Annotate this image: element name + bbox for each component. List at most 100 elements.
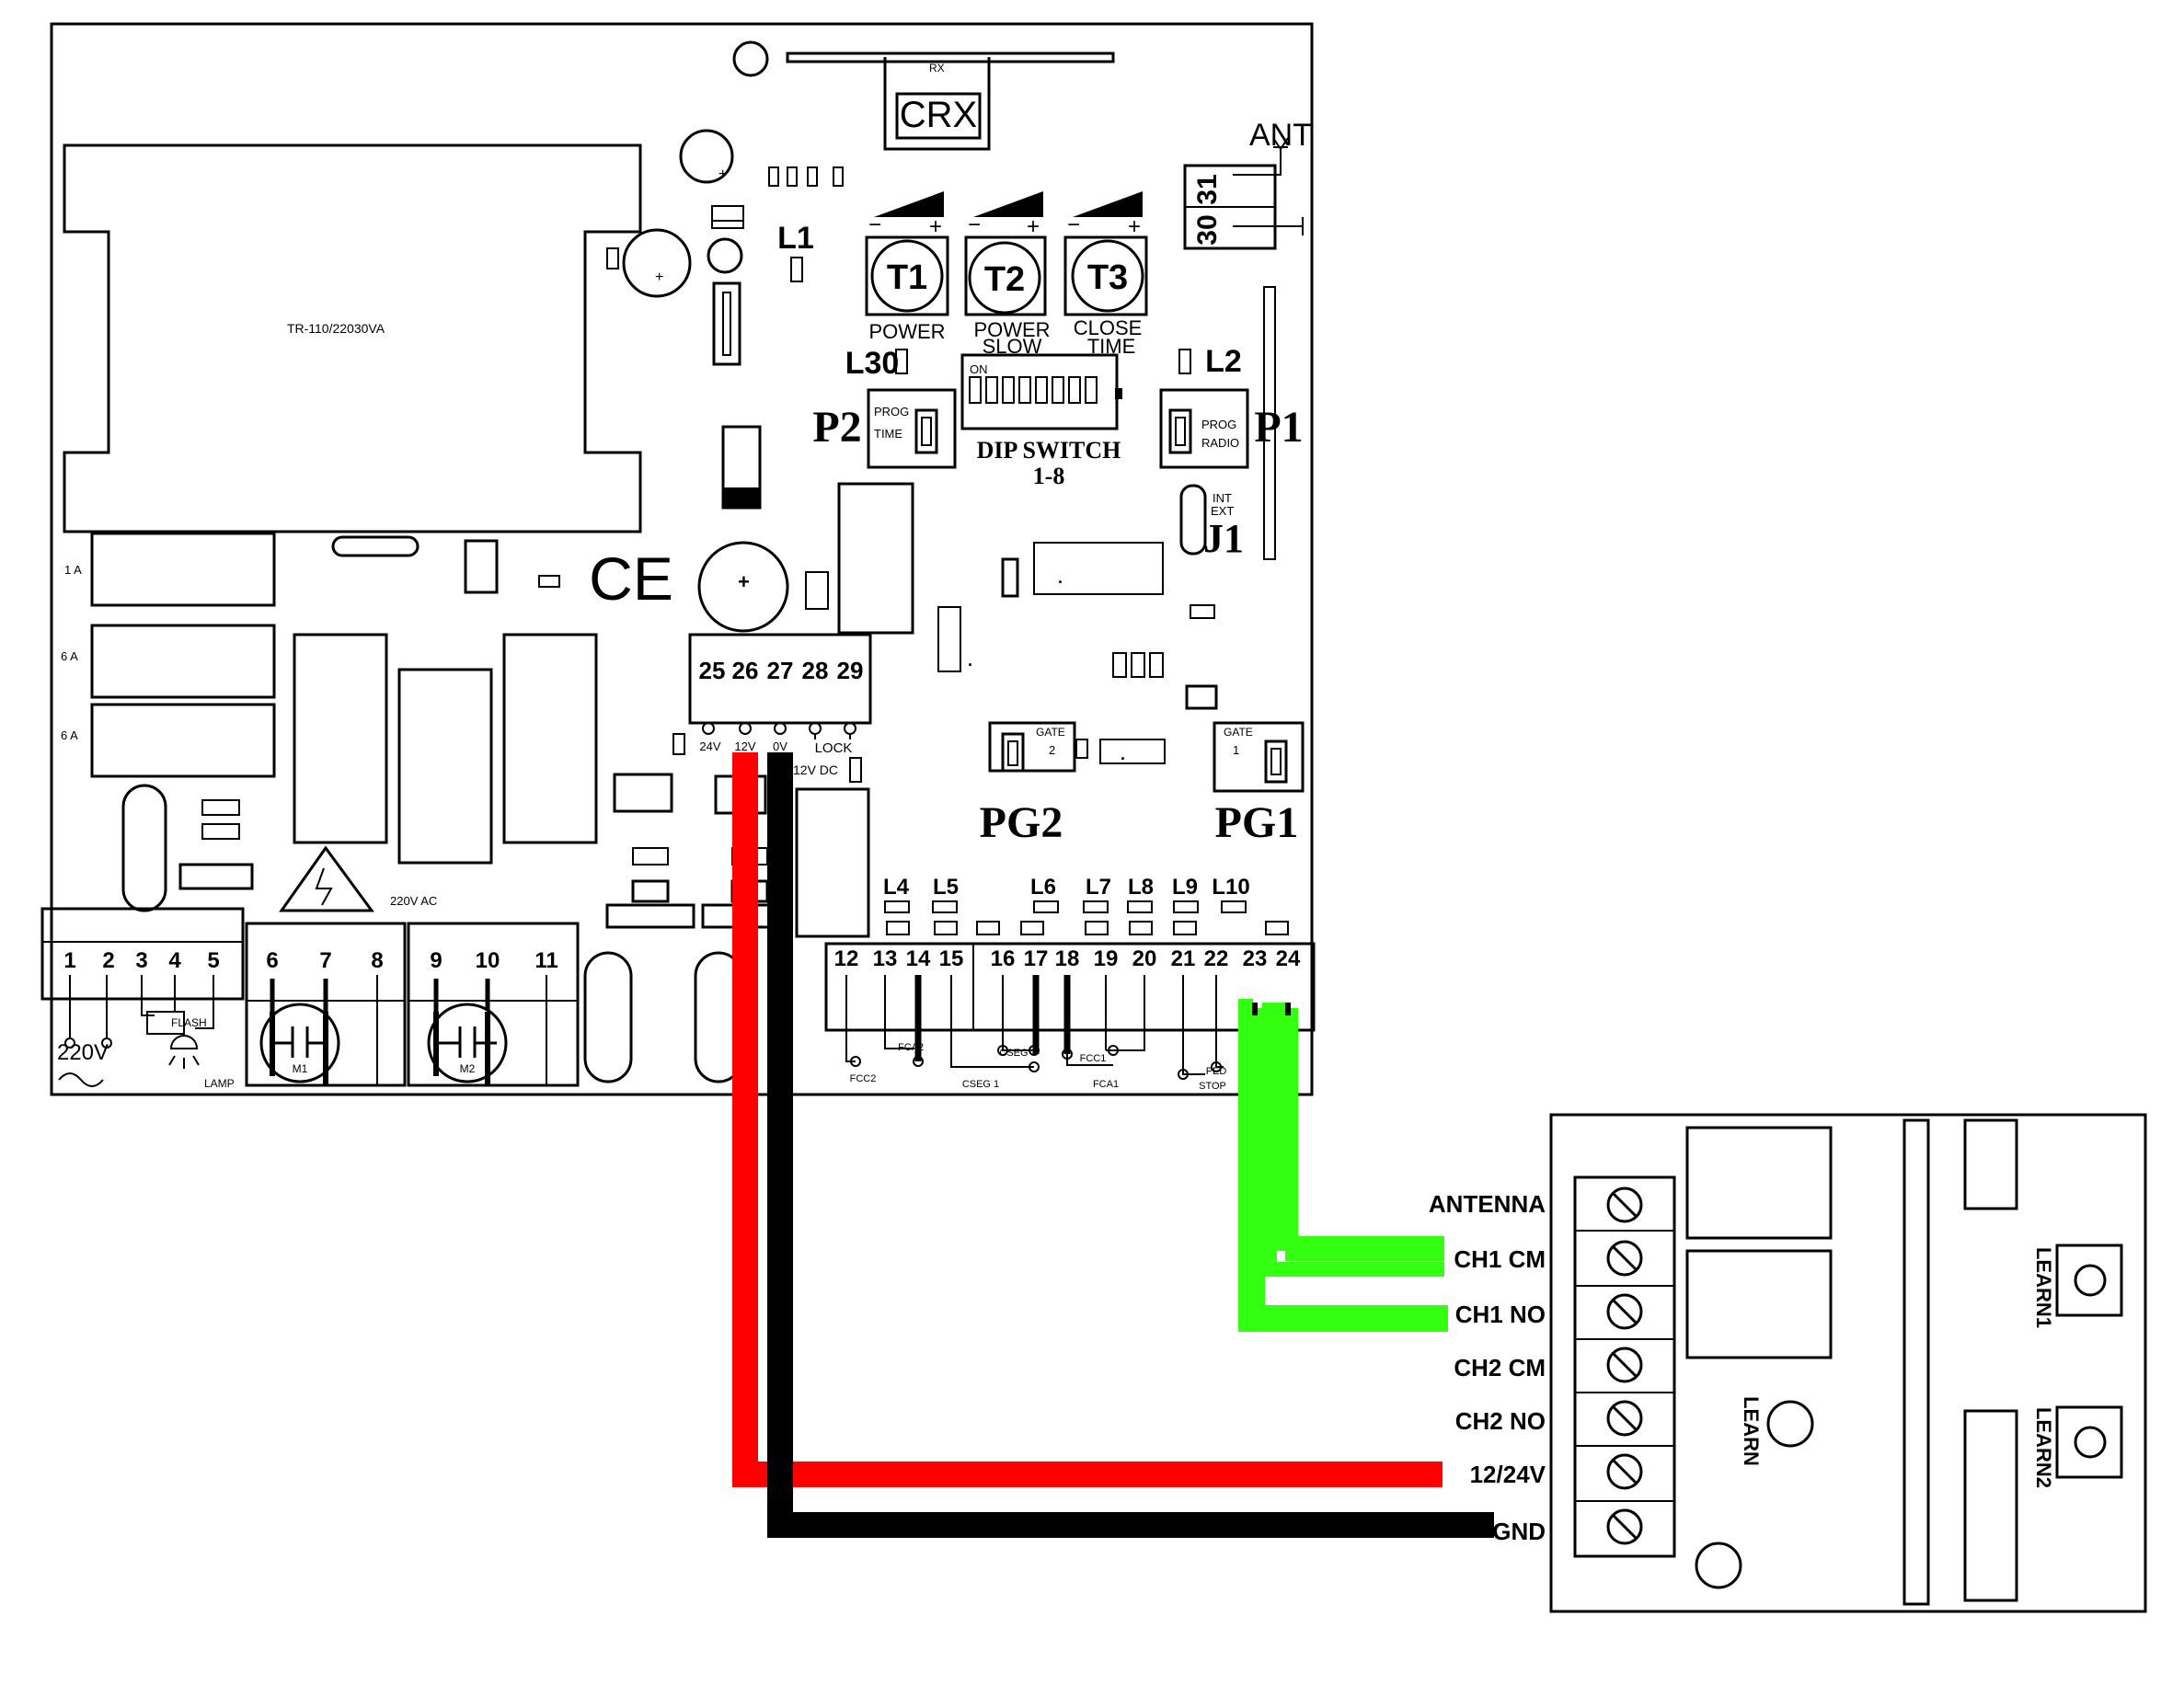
button-p1[interactable]: PROG RADIO bbox=[1159, 388, 1249, 469]
flash-icon bbox=[146, 1011, 185, 1035]
svg-text:8: 8 bbox=[371, 948, 383, 973]
svg-text:L4: L4 bbox=[883, 875, 910, 900]
led-l2-label: L2 bbox=[1205, 344, 1242, 379]
trimmer-t3-label: T3 bbox=[1087, 258, 1128, 297]
svg-text:L10: L10 bbox=[1212, 875, 1249, 900]
svg-text:GATE: GATE bbox=[1224, 726, 1253, 739]
svg-text:FCC1: FCC1 bbox=[1080, 1053, 1107, 1064]
svg-text:+: + bbox=[1027, 214, 1040, 239]
svg-text:CLOSE: CLOSE bbox=[1074, 316, 1143, 339]
svg-text:29: 29 bbox=[837, 657, 864, 684]
jumper-j1-label: J1 bbox=[1203, 516, 1244, 561]
svg-text:PROG: PROG bbox=[874, 405, 909, 418]
button-p2[interactable]: PROG TIME bbox=[867, 388, 957, 469]
svg-text:6: 6 bbox=[266, 948, 278, 973]
svg-text:GATE: GATE bbox=[1036, 726, 1065, 739]
terminal-block-25-29: 25 26 27 28 29 24V 12V 0V LOCK bbox=[688, 633, 872, 756]
svg-text:4: 4 bbox=[168, 948, 181, 973]
svg-text:28: 28 bbox=[802, 657, 829, 684]
svg-text:−: − bbox=[868, 212, 881, 237]
dc-label: 12V DC bbox=[793, 762, 838, 777]
svg-text:20: 20 bbox=[1132, 946, 1157, 971]
svg-text:FCA2: FCA2 bbox=[898, 1042, 924, 1053]
wire-red-12v bbox=[732, 752, 1443, 1487]
svg-text:27: 27 bbox=[767, 657, 794, 684]
svg-text:22: 22 bbox=[1204, 946, 1229, 971]
svg-text:+: + bbox=[655, 269, 663, 285]
svg-text:2: 2 bbox=[102, 948, 114, 973]
motor-m2-label: M2 bbox=[460, 1062, 476, 1075]
svg-text:9: 9 bbox=[430, 948, 442, 973]
svg-text:+: + bbox=[1128, 214, 1141, 239]
ac-wave-icon bbox=[58, 1072, 104, 1087]
photocell-pg1-label: PG1 bbox=[1215, 798, 1299, 847]
svg-text:12V: 12V bbox=[734, 739, 755, 753]
control-board: RX CRX ANT 31 30 TR-110/22030VA + + L1 −… bbox=[40, 22, 1316, 1096]
fuse-2-label: 6 A bbox=[61, 649, 78, 663]
svg-text:−: − bbox=[1067, 212, 1080, 237]
dip-switch-label: DIP SWITCH bbox=[977, 437, 1121, 464]
svg-text:CSEG 1: CSEG 1 bbox=[962, 1079, 999, 1090]
rx-terminal-ch1-no: CH1 NO bbox=[1455, 1301, 1546, 1328]
svg-text:.: . bbox=[1121, 745, 1125, 763]
photocell-pg2-label: PG2 bbox=[980, 798, 1063, 847]
transformer bbox=[63, 143, 642, 533]
learn2-label: LEARN2 bbox=[2032, 1407, 2055, 1488]
motor-m1-label: M1 bbox=[293, 1062, 308, 1075]
learn-button[interactable] bbox=[1766, 1400, 1814, 1448]
photocell-pg1[interactable]: GATE 1 bbox=[1213, 721, 1305, 793]
svg-text:EXT: EXT bbox=[1211, 504, 1234, 518]
svg-text:17: 17 bbox=[1024, 946, 1049, 971]
antenna-icon bbox=[1233, 137, 1304, 235]
svg-text:15: 15 bbox=[939, 946, 964, 971]
wire-black-gnd bbox=[767, 752, 1494, 1538]
dip-switch-range: 1-8 bbox=[1033, 463, 1065, 489]
svg-text:1: 1 bbox=[1233, 743, 1239, 757]
ant-terminal-30: 30 bbox=[1192, 214, 1223, 245]
svg-text:12: 12 bbox=[834, 946, 859, 971]
svg-text:RADIO: RADIO bbox=[1201, 436, 1239, 450]
svg-text:19: 19 bbox=[1094, 946, 1119, 971]
svg-text:26: 26 bbox=[732, 657, 759, 684]
svg-text:3: 3 bbox=[135, 948, 147, 973]
wire-green-ch1-cm bbox=[1285, 1008, 1444, 1261]
svg-text:STOP: STOP bbox=[1199, 1081, 1226, 1092]
svg-text:24: 24 bbox=[1276, 946, 1301, 971]
trimmer-t1[interactable]: −+ T1 POWER bbox=[865, 191, 949, 343]
svg-text:16: 16 bbox=[991, 946, 1016, 971]
trimmer-t2-label: T2 bbox=[984, 260, 1025, 299]
lamp-label: LAMP bbox=[204, 1077, 235, 1090]
voltage-label: 220V bbox=[57, 1040, 109, 1065]
svg-text:−: − bbox=[968, 212, 981, 237]
svg-text:.: . bbox=[968, 651, 972, 670]
learn-label: LEARN bbox=[1740, 1396, 1763, 1466]
receiver-screws bbox=[1575, 1186, 1674, 1545]
svg-text:INT: INT bbox=[1213, 491, 1232, 505]
svg-text:PROG: PROG bbox=[1201, 418, 1236, 431]
svg-text:13: 13 bbox=[873, 946, 898, 971]
high-voltage-warning-icon bbox=[279, 845, 374, 912]
ant-terminal-31: 31 bbox=[1192, 174, 1223, 204]
led-l1-label: L1 bbox=[777, 221, 814, 256]
rx-label: RX bbox=[929, 62, 945, 75]
svg-text:L8: L8 bbox=[1128, 875, 1154, 900]
dip-switch[interactable]: ON bbox=[960, 353, 1122, 430]
button-p2-label: P2 bbox=[812, 403, 861, 452]
rx-terminal-power: 12/24V bbox=[1470, 1461, 1546, 1488]
svg-text:2: 2 bbox=[1049, 743, 1055, 757]
svg-text:FCC2: FCC2 bbox=[850, 1073, 877, 1084]
learn2-button[interactable] bbox=[2055, 1405, 2123, 1479]
trimmer-t2[interactable]: −+ T2 POWER SLOW bbox=[964, 191, 1051, 358]
rx-terminal-ch2-cm: CH2 CM bbox=[1454, 1354, 1546, 1381]
photocell-pg2[interactable]: GATE 2 bbox=[988, 721, 1088, 773]
led-l30-label: L30 bbox=[845, 346, 900, 381]
jumper-j1[interactable] bbox=[1179, 484, 1207, 556]
trimmer-t3[interactable]: −+ T3 CLOSE TIME bbox=[1063, 191, 1148, 358]
learn1-label: LEARN1 bbox=[2032, 1247, 2055, 1328]
svg-text:LOCK: LOCK bbox=[815, 740, 853, 756]
trimmer-t1-label: T1 bbox=[887, 258, 927, 297]
svg-text:L5: L5 bbox=[933, 875, 959, 900]
learn1-button[interactable] bbox=[2055, 1244, 2123, 1317]
ac-label: 220V AC bbox=[390, 894, 437, 908]
